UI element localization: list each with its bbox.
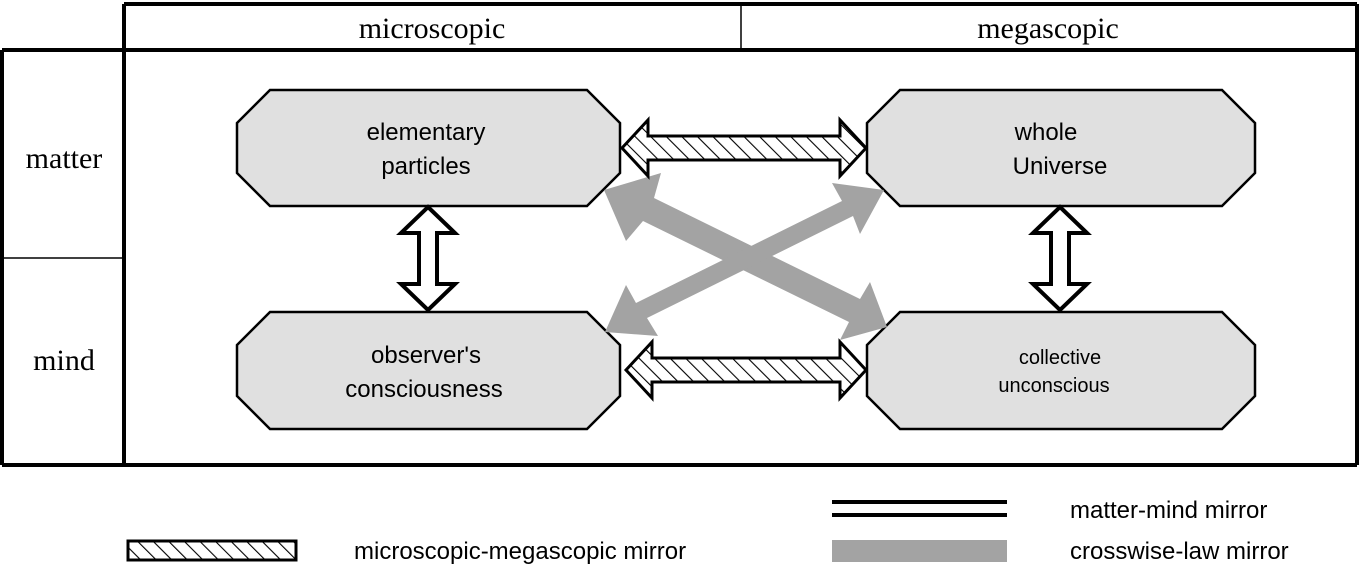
row-label-matter: matter [26,142,103,175]
node-whole-universe: whole Universe [865,88,1257,208]
node-collective-line-1: collective [1019,347,1101,369]
column-header-microscopic: microscopic [359,12,506,45]
matter-mind-arrow-micro [396,204,460,313]
node-elementary-line-2: particles [381,153,470,180]
node-universe-line-1: whole [1014,119,1078,146]
row-label-mind: mind [33,344,95,377]
node-observer-line-1: observer's [371,342,481,369]
legend: matter-mind mirror microscopic-megascopi… [126,497,1289,565]
crosswise-law-arrows [604,173,887,340]
column-header-megascopic: megascopic [977,12,1119,45]
legend-matter-mind-swatch [832,500,1007,517]
crosswise-arrow-b [605,183,884,336]
matter-mind-arrow-mega [1028,204,1092,313]
node-observer-line-2: consciousness [345,376,502,403]
legend-micro-mega-label: microscopic-megascopic mirror [354,538,686,565]
legend-matter-mind-label: matter-mind mirror [1070,497,1267,524]
node-universe-line-2: Universe [1013,153,1108,180]
legend-micro-mega-swatch [126,539,298,562]
table-frame [0,2,1359,467]
legend-crosswise-swatch [832,540,1007,562]
micro-mega-arrow-mind [623,338,869,402]
node-observers-consciousness: observer's consciousness [235,310,622,431]
node-elementary-line-1: elementary [367,119,486,146]
micro-mega-arrow-matter [619,116,869,180]
node-collective-unconscious: collective unconscious [865,310,1257,431]
node-collective-line-2: unconscious [998,375,1109,397]
legend-crosswise-label: crosswise-law mirror [1070,538,1289,565]
node-elementary-particles: elementary particles [235,88,622,208]
